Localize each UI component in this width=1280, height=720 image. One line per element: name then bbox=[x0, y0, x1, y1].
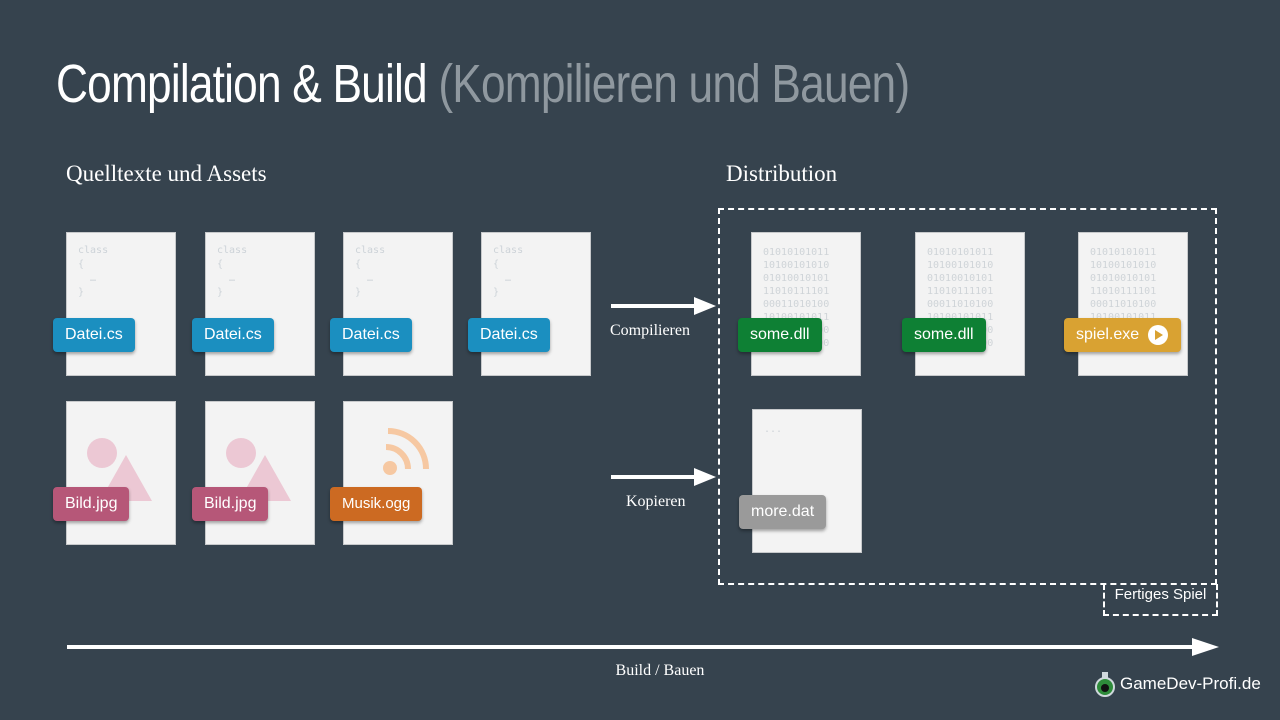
audio-file-tag: Musik.ogg bbox=[330, 487, 423, 521]
build-label: Build / Bauen bbox=[615, 662, 705, 679]
dll-file-tag: some.dll bbox=[738, 318, 822, 352]
source-file-tag: Datei.cs bbox=[468, 318, 550, 352]
distribution-heading: Distribution bbox=[726, 161, 838, 186]
build-timeline-arrow bbox=[67, 638, 1219, 656]
code-snippet: class { … } bbox=[78, 245, 109, 298]
brand-text: GameDev-Profi.de bbox=[1120, 674, 1261, 693]
data-file-doc: ... bbox=[752, 409, 862, 553]
compile-label: Compilieren bbox=[610, 322, 690, 339]
image-file-doc bbox=[66, 401, 176, 545]
code-snippet: class { … } bbox=[217, 245, 248, 298]
image-icon bbox=[226, 438, 291, 501]
code-snippet: class { … } bbox=[355, 245, 386, 298]
code-snippet: class { … } bbox=[493, 245, 524, 298]
source-file-tag: Datei.cs bbox=[192, 318, 274, 352]
flask-logo-icon bbox=[1095, 672, 1115, 697]
compile-arrow bbox=[611, 297, 716, 315]
dll-file-tag: some.dll bbox=[902, 318, 986, 352]
rss-audio-icon bbox=[383, 428, 429, 475]
distribution-box bbox=[718, 208, 1217, 585]
title-subtitle: (Kompilieren und Bauen) bbox=[438, 54, 910, 114]
source-file-doc: class { … } bbox=[66, 232, 176, 376]
final-game-label: Fertiges Spiel bbox=[1114, 586, 1207, 603]
data-snippet: ... bbox=[764, 424, 783, 435]
copy-arrow bbox=[611, 468, 716, 486]
exe-file-tag: spiel.exe bbox=[1064, 318, 1182, 352]
title-main: Compilation & Build bbox=[56, 54, 428, 114]
image-file-tag: Bild.jpg bbox=[192, 487, 269, 521]
final-game-box bbox=[1103, 584, 1218, 616]
image-icon bbox=[87, 438, 152, 501]
data-file-tag: more.dat bbox=[739, 495, 827, 529]
brand-logo: GameDev-Profi.de bbox=[1094, 670, 1261, 698]
source-file-doc: class { … } bbox=[205, 232, 315, 376]
source-file-tag: Datei.cs bbox=[330, 318, 412, 352]
source-file-doc: class { … } bbox=[481, 232, 591, 376]
audio-file-doc bbox=[343, 401, 453, 545]
copy-label: Kopieren bbox=[626, 493, 686, 510]
sources-heading: Quelltexte und Assets bbox=[66, 161, 267, 186]
binary-file-doc: 01010101011 10100101010 01010010101 1101… bbox=[1078, 232, 1188, 376]
image-file-doc bbox=[205, 401, 315, 545]
image-file-tag: Bild.jpg bbox=[53, 487, 130, 521]
slide-title: Compilation & Build (Kompilieren und Bau… bbox=[56, 52, 910, 116]
binary-file-doc: 01010101011 10100101010 01010010101 1101… bbox=[751, 232, 861, 376]
source-file-tag: Datei.cs bbox=[53, 318, 135, 352]
exe-file-label: spiel.exe bbox=[1076, 326, 1140, 343]
source-file-doc: class { … } bbox=[343, 232, 453, 376]
play-icon bbox=[1148, 325, 1169, 345]
binary-file-doc: 01010101011 10100101010 01010010101 1101… bbox=[915, 232, 1025, 376]
